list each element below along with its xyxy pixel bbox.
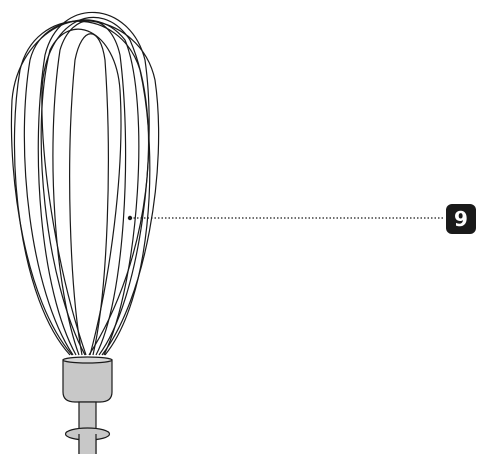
- callout-number-badge: 9: [446, 204, 476, 234]
- callout-anchor-dot: [127, 215, 133, 221]
- handle-collar-rim: [62, 356, 113, 364]
- handle-collar: [62, 359, 113, 403]
- whisk-handle: [62, 356, 113, 454]
- wire-loop-5: [69, 33, 109, 356]
- handle-shaft-lower: [79, 434, 96, 454]
- wire-loop-6: [10, 19, 140, 356]
- wire-loop-4: [52, 20, 127, 356]
- wire-loop-7: [41, 16, 150, 356]
- wire-loop-8: [40, 28, 122, 356]
- wire-loop-3: [37, 11, 150, 356]
- whisk-wires: [10, 11, 160, 356]
